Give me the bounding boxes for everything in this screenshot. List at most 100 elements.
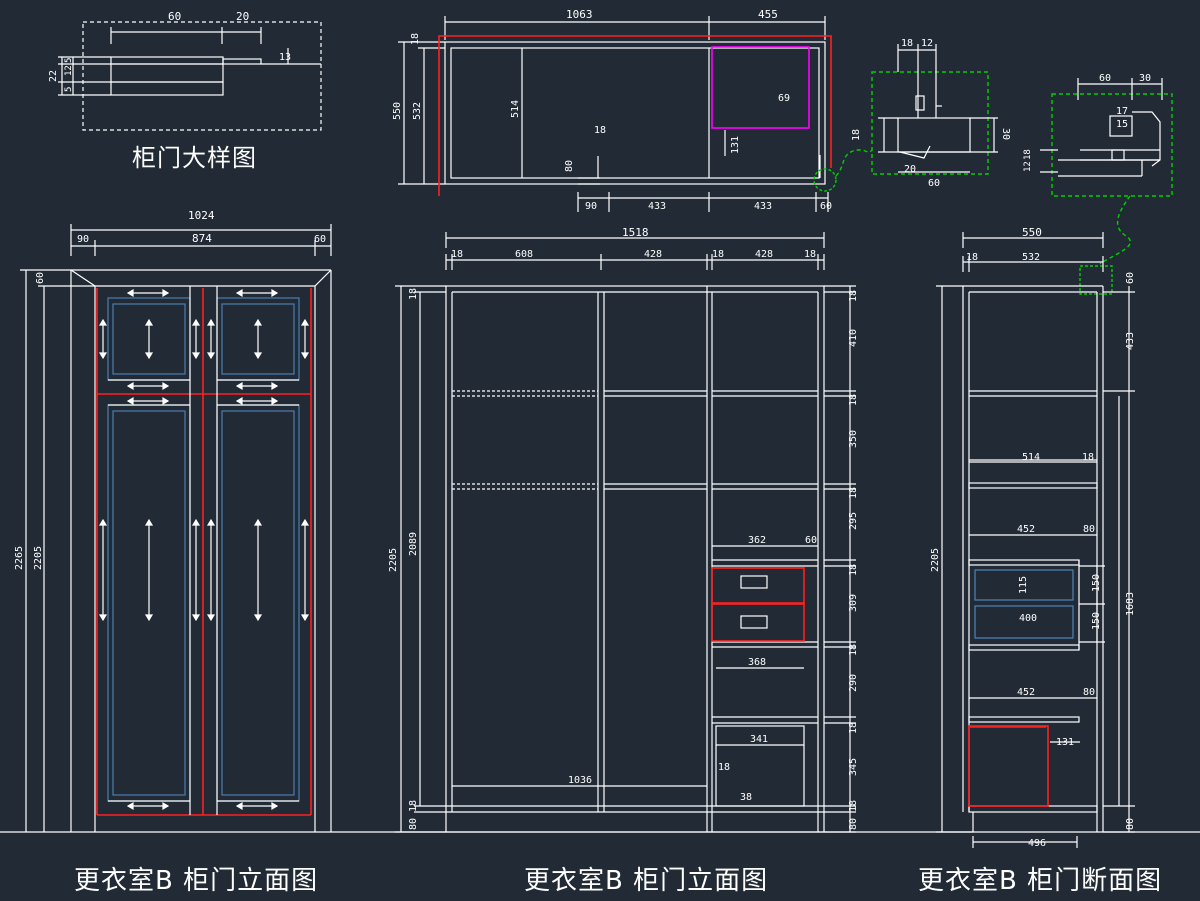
plan-view-drawing bbox=[398, 16, 829, 212]
dim-plan-18b: 18 bbox=[594, 125, 606, 136]
dim-elev-b-341: 341 bbox=[750, 734, 768, 745]
dim-plan-455: 455 bbox=[758, 8, 778, 21]
dim-elev-b-r18f: 18 bbox=[848, 722, 859, 734]
dim-plan-131: 131 bbox=[730, 136, 741, 154]
dim-section-80a: 80 bbox=[1083, 524, 1095, 535]
profile-detail-2-frame bbox=[1051, 93, 1173, 197]
dim-profile2-17: 17 bbox=[1116, 106, 1128, 117]
dim-detail-20: 20 bbox=[236, 10, 249, 23]
dim-plan-514: 514 bbox=[510, 100, 521, 118]
dim-elev-b-428a: 428 bbox=[644, 249, 662, 260]
dim-elev-b-r309: 309 bbox=[848, 594, 859, 612]
section-title: 更衣室B 柜门断面图 bbox=[918, 866, 1163, 896]
dim-elev-b-1518: 1518 bbox=[622, 226, 649, 239]
dim-elev-b-r18c: 18 bbox=[848, 487, 859, 499]
dim-profile2-18: 18 bbox=[1023, 149, 1033, 160]
profile-detail-1-frame bbox=[871, 71, 989, 175]
dim-profile2-12: 12 bbox=[1023, 161, 1033, 172]
dim-section-18b: 18 bbox=[1082, 452, 1094, 463]
dim-section-400: 400 bbox=[1019, 613, 1037, 624]
dim-elev-b-r290: 290 bbox=[848, 674, 859, 692]
dim-section-60: 60 bbox=[1125, 272, 1136, 284]
dim-section-18: 18 bbox=[966, 252, 978, 263]
dim-elev-a-2265: 2265 bbox=[14, 546, 25, 570]
dim-plan-433b: 433 bbox=[754, 201, 772, 212]
dim-elev-b-362: 362 bbox=[748, 535, 766, 546]
dim-section-452b: 452 bbox=[1017, 687, 1035, 698]
dim-plan-1063: 1063 bbox=[566, 8, 593, 21]
dim-profile1-20: 20 bbox=[904, 164, 916, 175]
dim-elev-b-38: 38 bbox=[740, 792, 752, 803]
dim-plan-80: 80 bbox=[564, 160, 575, 172]
dim-elev-b-368: 368 bbox=[748, 657, 766, 668]
dim-elev-a-874: 874 bbox=[192, 232, 212, 245]
dim-profile1-60: 60 bbox=[928, 178, 940, 189]
dim-detail-12: 12 bbox=[64, 65, 74, 76]
dim-elev-b-r350: 350 bbox=[848, 430, 859, 448]
dim-section-452a: 452 bbox=[1017, 524, 1035, 535]
dim-elev-a-2205: 2205 bbox=[33, 546, 44, 570]
dim-plan-550: 550 bbox=[392, 102, 403, 120]
elevation-a-stiles bbox=[108, 286, 299, 815]
detail-title: 柜门大样图 bbox=[132, 144, 257, 172]
dim-section-115: 115 bbox=[1018, 576, 1029, 594]
dim-elev-b-2205: 2205 bbox=[388, 548, 399, 572]
elevation-b-drawing bbox=[395, 232, 856, 833]
door-detail-drawing bbox=[58, 21, 322, 131]
dim-profile2-30: 30 bbox=[1139, 73, 1151, 84]
dim-elev-b-r18e: 18 bbox=[848, 644, 859, 656]
dim-elev-b-60: 60 bbox=[805, 535, 817, 546]
dim-section-532: 532 bbox=[1022, 252, 1040, 263]
dim-section-2205: 2205 bbox=[930, 548, 941, 572]
dim-elev-b-r18g: 18 bbox=[848, 800, 859, 812]
dim-elev-b-r295: 295 bbox=[848, 512, 859, 530]
dim-elev-b-80l: 80 bbox=[408, 818, 419, 830]
plan-drawer-magenta bbox=[711, 46, 810, 129]
callout-circle-plan bbox=[813, 168, 837, 192]
profile-detail-1-drawing bbox=[878, 44, 998, 173]
dim-plan-90: 90 bbox=[585, 201, 597, 212]
dim-elev-b-608: 608 bbox=[515, 249, 533, 260]
callout-leader-section bbox=[1099, 195, 1132, 265]
dim-elev-b-18d: 18 bbox=[718, 762, 730, 773]
dim-profile2-15: 15 bbox=[1116, 119, 1128, 130]
dim-profile2-60: 60 bbox=[1099, 73, 1111, 84]
dim-detail-5b: 5 bbox=[64, 87, 74, 92]
dim-plan-69: 69 bbox=[778, 93, 790, 104]
elevation-a-red-lines bbox=[96, 288, 312, 816]
dim-plan-433a: 433 bbox=[648, 201, 666, 212]
callout-box-section bbox=[1079, 265, 1113, 295]
dim-elev-b-r410: 410 bbox=[848, 329, 859, 347]
dim-section-496: 496 bbox=[1028, 838, 1046, 849]
dim-elev-b-r80: 80 bbox=[848, 818, 859, 830]
dim-section-1683: 1683 bbox=[1125, 592, 1136, 616]
elevation-a-grain-arrows bbox=[98, 288, 310, 811]
section-view-drawing bbox=[936, 232, 1135, 848]
dim-elev-b-18l: 18 bbox=[408, 288, 419, 300]
dim-detail-13: 13 bbox=[279, 52, 291, 63]
plan-door-outline-red bbox=[438, 35, 832, 196]
dim-elev-a-60: 60 bbox=[314, 234, 326, 245]
dim-section-131: 131 bbox=[1056, 737, 1074, 748]
dim-elev-b-18lb: 18 bbox=[408, 800, 419, 812]
dim-elev-b-r345: 345 bbox=[848, 758, 859, 776]
section-drawer-red bbox=[968, 725, 1049, 807]
dim-section-150a: 150 bbox=[1091, 574, 1102, 592]
dim-section-150b: 150 bbox=[1091, 612, 1102, 630]
dim-elev-b-2089: 2089 bbox=[408, 532, 419, 556]
dim-plan-60: 60 bbox=[820, 201, 832, 212]
dim-detail-5a: 5 bbox=[64, 58, 74, 63]
elevation-b-title: 更衣室B 柜门立面图 bbox=[524, 866, 769, 896]
dim-plan-18: 18 bbox=[410, 33, 421, 45]
dim-section-80c: 80 bbox=[1125, 818, 1136, 830]
dim-section-433: 433 bbox=[1125, 332, 1136, 350]
dim-elev-b-18b: 18 bbox=[712, 249, 724, 260]
section-drawer-blue bbox=[974, 569, 1074, 639]
dim-section-550: 550 bbox=[1022, 226, 1042, 239]
dim-profile1-30: 30 bbox=[1000, 128, 1011, 140]
dim-section-80b: 80 bbox=[1083, 687, 1095, 698]
dim-profile1-18: 18 bbox=[901, 38, 913, 49]
dim-elev-a-90: 90 bbox=[77, 234, 89, 245]
